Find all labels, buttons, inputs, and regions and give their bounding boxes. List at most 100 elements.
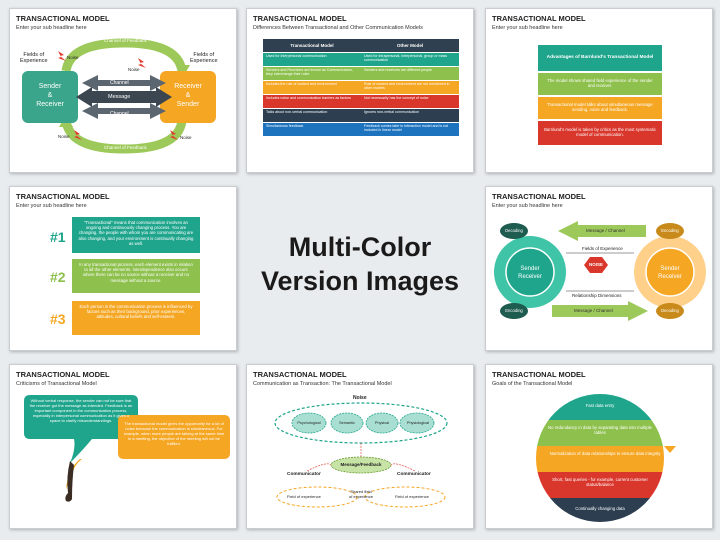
circular-model-diagram [494, 221, 706, 321]
goal-text: Continually changing data [575, 506, 625, 511]
noise-hexagon [584, 257, 608, 273]
decoding-badge-br [656, 303, 684, 319]
item-number: #3 [50, 311, 66, 327]
item-text-box: "Transactional" means that communication… [72, 217, 200, 253]
slide-thumbnail-2[interactable]: TRANSACTIONAL MODEL Differences Between … [246, 8, 474, 173]
field-left-label: Field of experience [287, 494, 321, 499]
slide-subtitle: Enter your sub headline here [16, 25, 87, 31]
encoding-badge-tr [656, 223, 684, 239]
sender-receiver-core-left [505, 247, 555, 297]
table-cell: Simultaneous feedback [263, 123, 361, 136]
slide-thumbnail-6[interactable]: TRANSACTIONAL MODEL Enter your sub headl… [485, 186, 713, 351]
table-row: Used for interpersonal communication Use… [263, 53, 459, 67]
goal-segment [536, 472, 664, 498]
criticism-text-1: Without verbal response, the sender can … [29, 398, 133, 423]
slide-subtitle: Criticisms of Transactional Model [16, 381, 97, 387]
encoding-label: Encoding [505, 308, 523, 313]
channel-bottom-label: Channel [110, 111, 129, 117]
slide-subtitle: Goals of the Transactional Model [492, 381, 573, 387]
slide-subtitle: Enter your sub headline here [492, 203, 563, 209]
noise-semantic [330, 412, 364, 434]
goal-text: Fast data entry [585, 403, 615, 408]
noise-label: Noise [58, 134, 70, 139]
noise-label: Noise [180, 135, 192, 140]
table-cell: Talks about non-verbal communication [263, 109, 361, 122]
slide-title: TRANSACTIONAL MODEL [16, 370, 110, 379]
table-header-row: Transactional Model Other Model [263, 39, 459, 53]
goal-text: Short, fast queries - for example, curre… [552, 477, 648, 488]
item-text-box: Each person in the communication process… [72, 301, 200, 335]
slide-subtitle: Communication as Transaction: The Transa… [253, 381, 392, 387]
noise-label: Noise [67, 55, 79, 60]
encoding-badge-bl [500, 303, 528, 319]
fields-of-experience-left: Fields of Experience [20, 52, 48, 64]
slide-title: TRANSACTIONAL MODEL [16, 192, 110, 201]
channel-of-feedback-top-label: Channel of Feedback [104, 38, 147, 43]
noise-type-label: Semantic [339, 421, 355, 425]
slide-thumbnail-4[interactable]: TRANSACTIONAL MODEL Enter your sub headl… [9, 186, 237, 351]
table-cell: Senders and receivers are different peop… [361, 67, 459, 80]
slide-thumbnail-1[interactable]: TRANSACTIONAL MODEL Enter your sub headl… [9, 8, 237, 173]
advantage-band: The model shows shared field experience … [538, 73, 662, 95]
bubble-green [24, 395, 138, 463]
slide-title: TRANSACTIONAL MODEL [253, 370, 347, 379]
table-row: Talks about non-verbal communication Ign… [263, 109, 459, 123]
slide-thumbnail-3[interactable]: TRANSACTIONAL MODEL Enter your sub headl… [485, 8, 713, 173]
noise-label: NOISE [588, 262, 603, 267]
noise-flash-icon [58, 51, 66, 61]
table-cell: Senders and Receivers are known as Commu… [263, 67, 361, 80]
noise-physiological [399, 412, 435, 434]
channel-arrow-bottom [82, 103, 166, 119]
table-cell: Used for intrapersonal, interpersonal, g… [361, 53, 459, 66]
center-heading-line: Multi-Color [288, 232, 432, 262]
table-cell: Includes the role of context and environ… [263, 81, 361, 94]
table-cell: Ignores non-verbal communication [361, 109, 459, 122]
speech-bubbles [24, 395, 230, 502]
table-cell: Feedback comes later in interaction mode… [361, 123, 459, 136]
comparison-table: Transactional Model Other Model Used for… [263, 39, 459, 137]
channel-arrow-top [82, 75, 166, 91]
sender-receiver-right-label: Sender Receiver [658, 266, 682, 280]
decoding-badge-tl [500, 223, 528, 239]
message-arrow [76, 87, 172, 107]
table-header: Transactional Model [263, 39, 361, 52]
noise-type-label: Physical [374, 421, 390, 425]
communicator-right-label: Communicator [397, 472, 431, 477]
table-row: Senders and Receivers are known as Commu… [263, 67, 459, 81]
noise-physical [365, 412, 399, 434]
feedback-arc-top [61, 38, 187, 73]
criticism-text-2: The transactional model gives the opport… [123, 421, 225, 446]
slide-thumbnail-8[interactable]: TRANSACTIONAL MODEL Communication as Tra… [246, 364, 474, 529]
center-heading: Multi-Color Version Images [246, 230, 474, 298]
slide-subtitle: Enter your sub headline here [16, 203, 87, 209]
decoding-label: Decoding [661, 308, 679, 313]
slide-thumbnail-9[interactable]: TRANSACTIONAL MODEL Goals of the Transac… [485, 364, 713, 529]
noise-flash-icon [74, 130, 82, 140]
slide-subtitle: Enter your sub headline here [492, 25, 563, 31]
sender-receiver-left-label: Sender Receiver [518, 266, 542, 280]
goal-segment-tab [664, 446, 676, 453]
table-header: Other Model [361, 39, 459, 52]
noise-label: Noise [128, 67, 140, 72]
transactional-diagram [22, 38, 216, 154]
noise-heading: Noise [353, 395, 367, 401]
receiver-sender-box [160, 71, 216, 123]
communicator-link-left [306, 463, 332, 472]
slide-thumbnail-7[interactable]: TRANSACTIONAL MODEL Criticisms of Transa… [9, 364, 237, 529]
channel-of-feedback-bottom-label: Channel of Feedback [104, 145, 147, 150]
message-channel-top-label: Message / Channel [586, 228, 625, 233]
feedback-arc-bottom [61, 119, 187, 154]
message-channel-arrow-bottom [552, 301, 648, 321]
fields-of-experience-right: Fields of Experience [190, 52, 218, 64]
message-channel-arrow-top [558, 221, 646, 241]
field-of-experience-right [364, 486, 446, 508]
center-heading-line: Version Images [260, 266, 460, 296]
table-row: Includes noise and communication barrier… [263, 95, 459, 109]
shared-field-label: Shared field of experience [348, 489, 373, 499]
noise-flash-icon [138, 58, 146, 68]
slide-title: TRANSACTIONAL MODEL [253, 14, 347, 23]
slide-title: TRANSACTIONAL MODEL [492, 14, 586, 23]
goal-segment [536, 446, 664, 472]
noise-type-label: Psychological [297, 421, 321, 425]
advantage-band: Transactional model talks about simultan… [538, 97, 662, 119]
